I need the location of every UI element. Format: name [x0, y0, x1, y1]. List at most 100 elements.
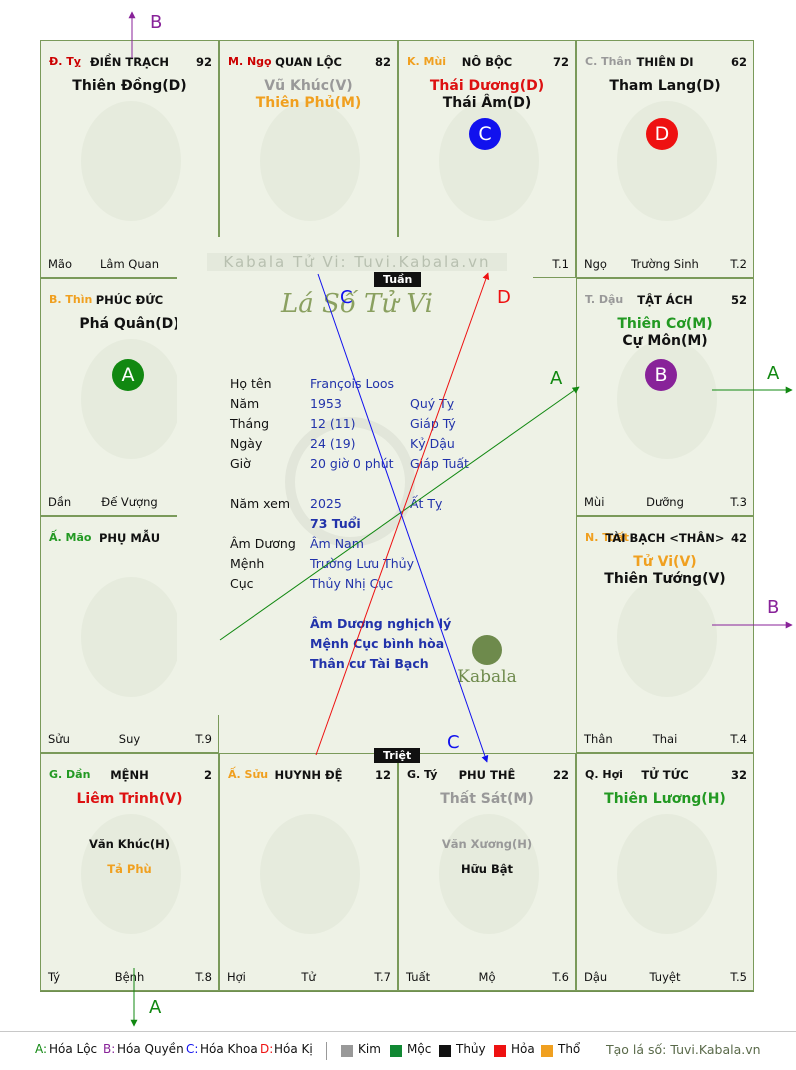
info-v: François Loos — [310, 376, 395, 391]
palace-name: ĐIỀN TRẠCH — [89, 55, 170, 69]
palace-branch: Ấ. Sửu — [228, 768, 269, 781]
palace-footer-stage: Suy — [118, 732, 141, 746]
element-swatch — [541, 1045, 553, 1057]
palace-footer-stage: Dưỡng — [646, 495, 684, 509]
info-note: Thân cư Tài Bạch — [310, 656, 429, 671]
palace-branch: G. Tý — [407, 768, 438, 781]
palace-footer-stage: Thai — [652, 732, 678, 746]
dog-icon — [617, 577, 717, 697]
legend-divider — [0, 1031, 796, 1032]
palace-branch: C. Thân — [585, 55, 632, 68]
palace-age: 62 — [730, 55, 747, 69]
arrow-label-b-right: B — [767, 597, 780, 618]
arrow-label-c-top: C — [340, 287, 353, 308]
main-star: Thiên Cơ(M) — [617, 316, 713, 332]
palace-branch: G. Dần — [49, 768, 91, 781]
info-k: Giờ — [230, 456, 251, 471]
palace-footer-stage: Bệnh — [114, 970, 145, 984]
legend-key: B: — [103, 1042, 116, 1056]
info-k: Tháng — [230, 416, 270, 431]
main-star: Liêm Trinh(V) — [76, 791, 183, 807]
snake-icon — [81, 101, 181, 221]
info-v: Thủy Nhị Cục — [310, 576, 394, 591]
hoa-marker-a: A — [112, 359, 144, 391]
palace-footer-stage: Đế Vượng — [101, 495, 158, 509]
legend-separator — [326, 1042, 327, 1060]
palace-footer-month: T.8 — [195, 970, 212, 984]
main-star: Vũ Khúc(V) — [264, 78, 353, 94]
palace-age: 92 — [195, 55, 212, 69]
info-k: Năm — [230, 396, 260, 411]
palace-footer-branch: Tý — [48, 970, 61, 984]
hoa-marker-c: C — [469, 118, 501, 150]
kabala-logo: Kabala — [455, 635, 519, 687]
palace-age: 22 — [552, 768, 569, 782]
main-star: Thiên Phủ(M) — [255, 95, 362, 111]
brand-text: Kabala — [457, 667, 517, 687]
info-v2: Giáp Tuất — [410, 456, 469, 471]
palace-age: 2 — [203, 768, 212, 782]
info-k: Cục — [230, 576, 254, 591]
element-label: Hỏa — [511, 1042, 535, 1056]
main-star: Thất Sát(M) — [440, 791, 534, 807]
element-label: Kim — [358, 1042, 381, 1056]
minor-star: Tả Phù — [107, 862, 152, 876]
rooster-icon — [617, 339, 717, 459]
info-v2: Quý Tỵ — [410, 396, 455, 411]
center-panel: Kabala Tử Vi: Tuvi.Kabala.vn Lá Số Tử Vi… — [177, 237, 533, 715]
legend-key: A: — [35, 1042, 48, 1056]
palace-footer-month: T.4 — [730, 732, 747, 746]
dragon-icon — [81, 339, 181, 459]
minor-star: Văn Xương(H) — [441, 837, 533, 851]
palace-name: MỆNH — [110, 768, 149, 782]
palace-name: THIÊN DI — [636, 55, 694, 69]
main-star: Phá Quân(D) — [79, 316, 180, 332]
palace-footer-branch: Ngọ — [584, 257, 607, 271]
main-star: Thái Âm(D) — [442, 95, 532, 111]
palace-footer-stage: Trường Sinh — [631, 257, 699, 271]
palace-name: HUYNH ĐỆ — [274, 768, 343, 782]
arrow-label-a-right: A — [767, 363, 780, 384]
palace-footer-stage: Tử — [301, 970, 316, 984]
rat-icon — [439, 814, 539, 934]
legend-label: Hóa Khoa — [200, 1042, 258, 1056]
element-label: Mộc — [407, 1042, 432, 1056]
logo-text: Lá Số Tử Vi — [280, 289, 433, 319]
element-swatch — [494, 1045, 506, 1057]
element-swatch — [341, 1045, 353, 1057]
info-v: 73 Tuổi — [310, 516, 361, 531]
info-v: Âm Nam — [310, 536, 364, 551]
palace-footer-branch: Tuất — [406, 970, 431, 984]
arrow-label-c-bottom: C — [447, 732, 460, 753]
info-v2: Giáp Tý — [410, 416, 456, 431]
palace-name: TÀI BẠCH <THÂN> — [605, 531, 725, 545]
palace-branch: N. Tuất — [585, 531, 630, 544]
palace-footer-month: T.5 — [730, 970, 747, 984]
arrow-label-a-bottom: A — [149, 997, 162, 1018]
element-label: Thổ — [558, 1042, 581, 1056]
legend-key: D: — [260, 1042, 274, 1056]
info-k: Âm Dương — [230, 536, 296, 551]
palace-name: PHÚC ĐỨC — [95, 293, 164, 307]
main-star: Tham Lang(D) — [609, 78, 721, 94]
palace-name: PHỤ MẪU — [98, 531, 161, 545]
credit-text[interactable]: Tạo lá số: Tuvi.Kabala.vn — [606, 1042, 761, 1057]
palace-footer-stage: Mộ — [478, 970, 496, 984]
palace-age: 82 — [374, 55, 391, 69]
arrow-label-a-mid: A — [550, 368, 563, 389]
element-label: Thủy — [456, 1042, 486, 1056]
arrow-label-b-top: B — [150, 12, 163, 33]
palace-name: NÔ BỘC — [461, 55, 513, 69]
main-star: Thái Dương(D) — [429, 78, 545, 94]
tree-icon — [472, 635, 502, 665]
rabbit-icon — [81, 577, 181, 697]
info-note: Âm Dương nghịch lý — [310, 616, 452, 631]
palace-footer-branch: Sửu — [48, 732, 70, 746]
palace-age: 32 — [730, 768, 747, 782]
palace-footer-branch: Mùi — [584, 495, 605, 509]
palace-name: QUAN LỘC — [275, 55, 342, 69]
palace-footer-month: T.1 — [552, 257, 569, 271]
